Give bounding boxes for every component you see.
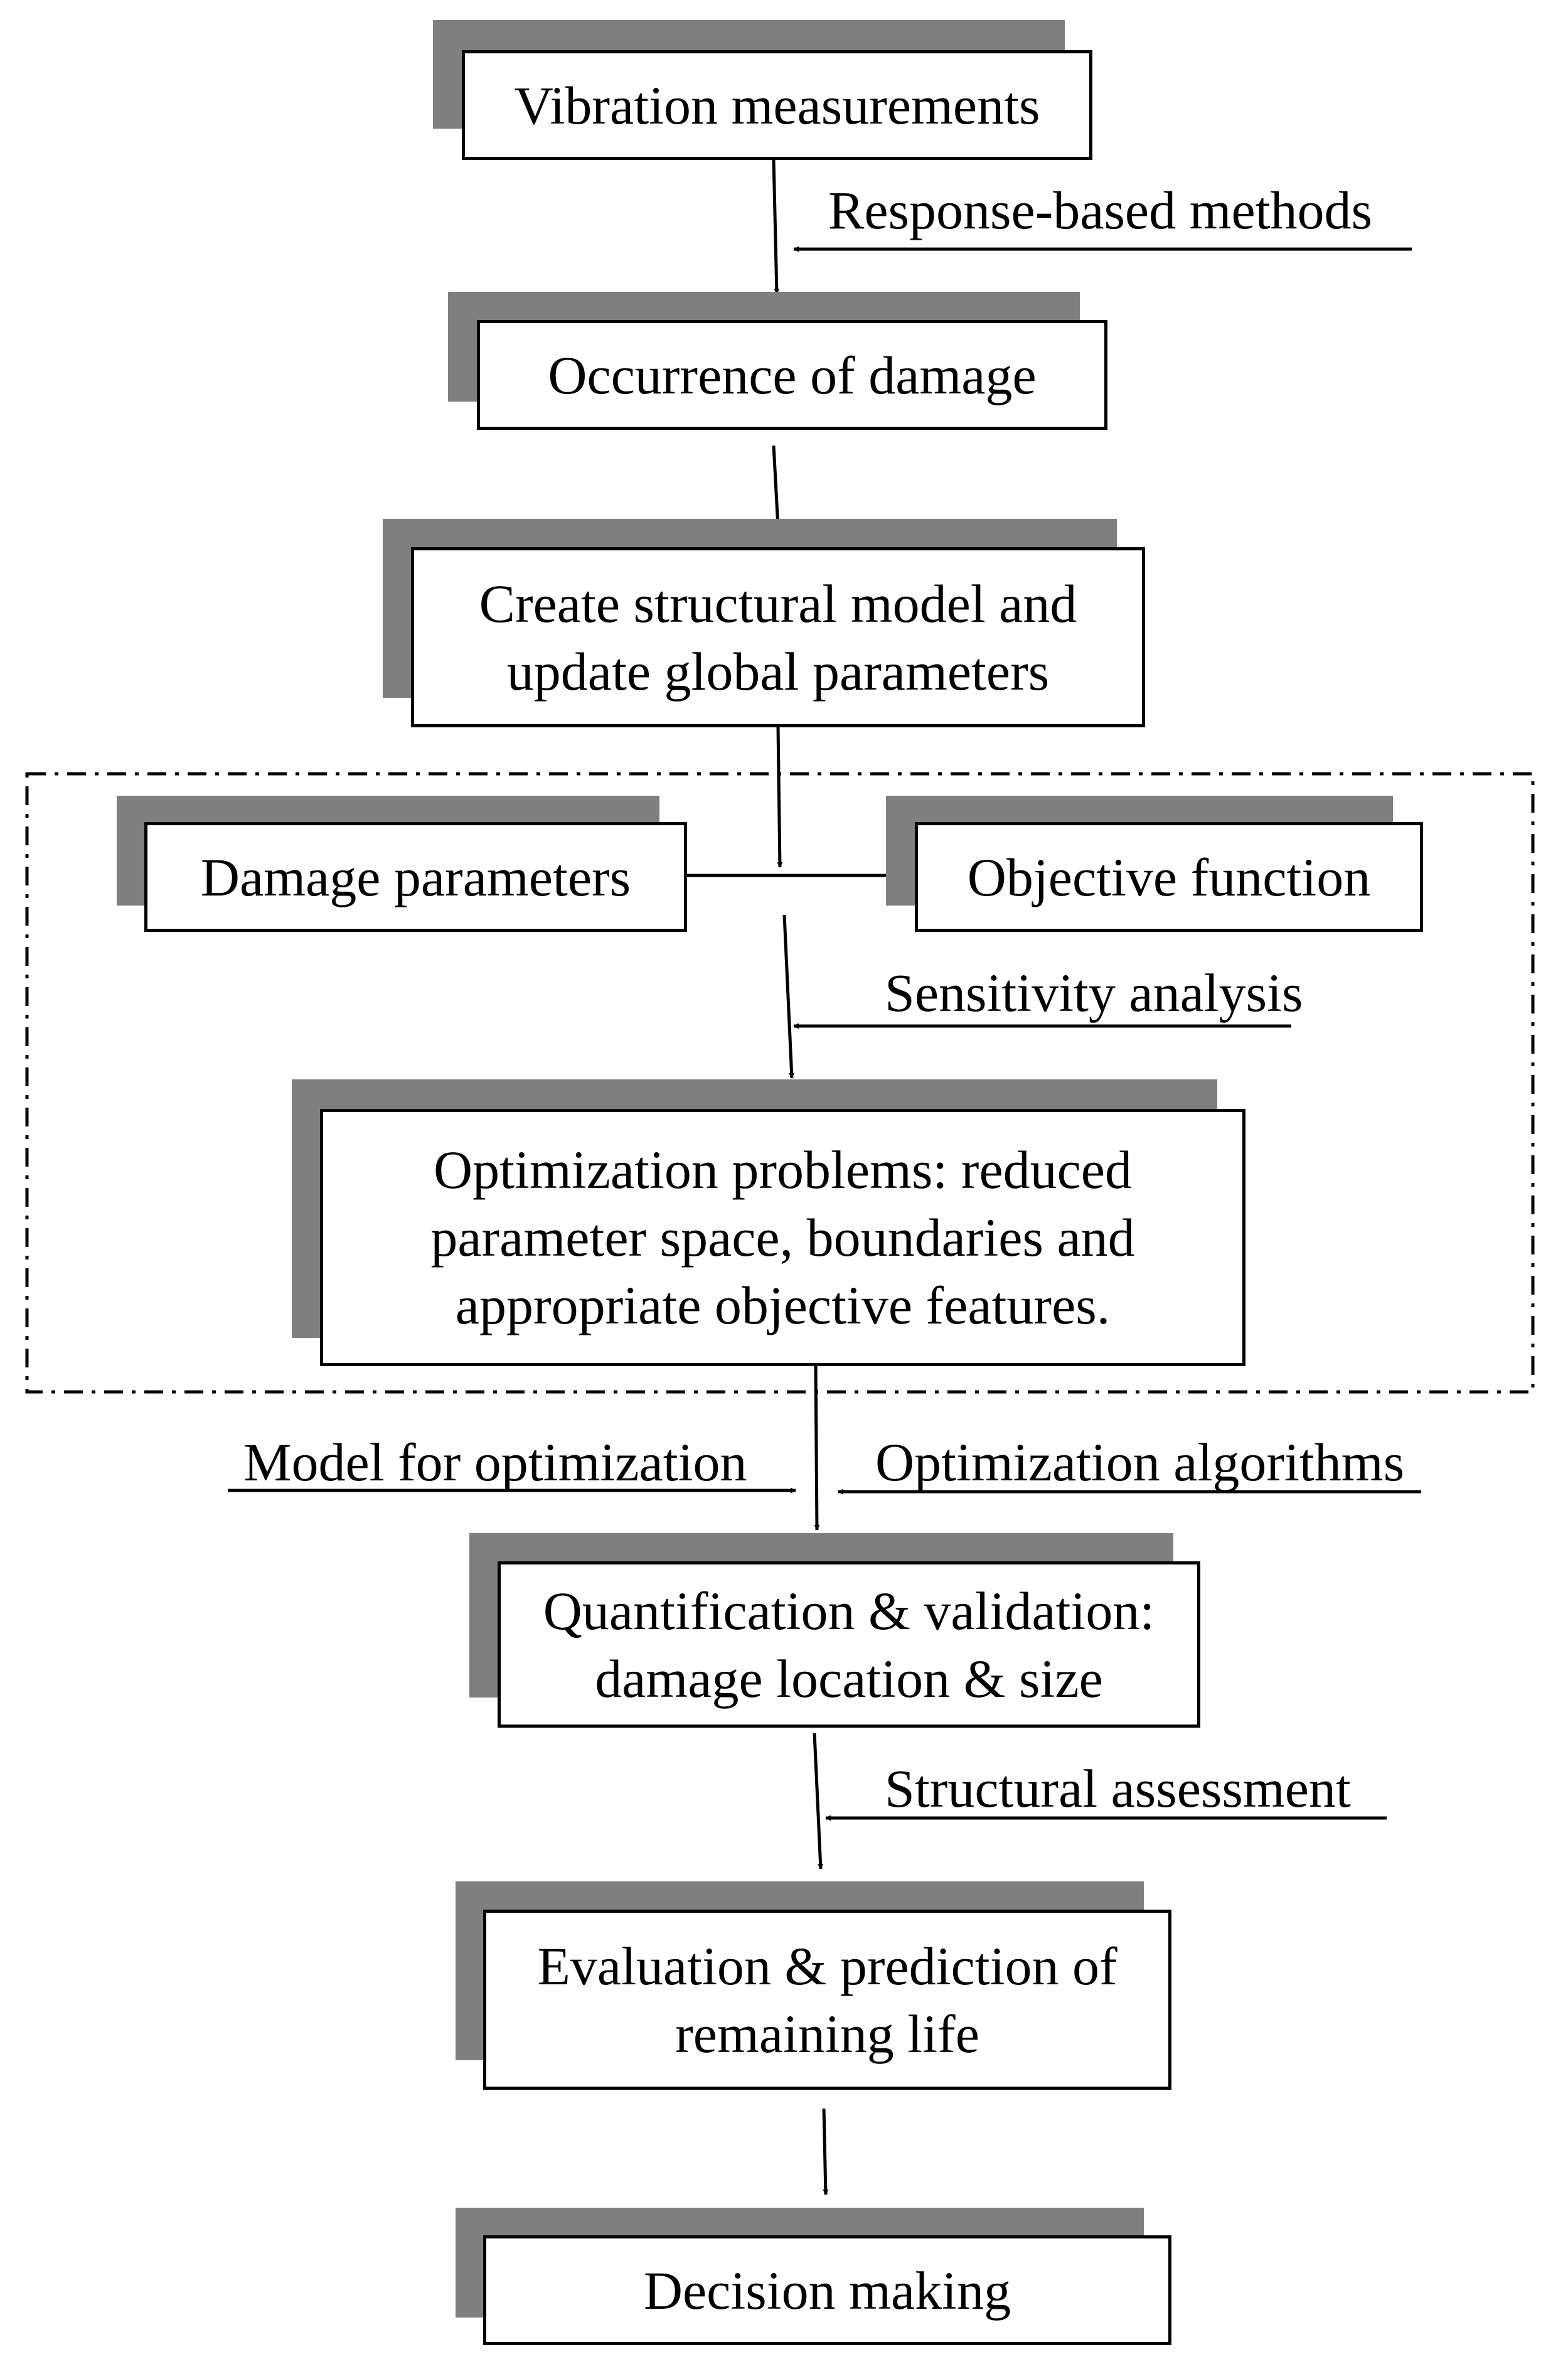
structural-model-box: Create structural model and update globa… [411, 547, 1145, 727]
arrow-model-to-junction [776, 726, 783, 868]
optimization-line-3: appropriate objective features. [455, 1275, 1111, 1335]
damage-parameters-label: Damage parameters [200, 847, 631, 907]
optimization-line-1: Optimization problems: reduced [434, 1140, 1132, 1200]
structural-model-line-2: update global parameters [506, 641, 1050, 702]
structural-assessment-label: Structural assessment [885, 1758, 1351, 1819]
evaluation-line-2: remaining life [675, 2003, 979, 2064]
damage-parameters-box: Damage parameters [144, 822, 687, 932]
vibration-measurements-box: Vibration measurements [462, 50, 1092, 160]
optimization-problems-box: Optimization problems: reduced parameter… [320, 1109, 1245, 1366]
quantification-line-2: damage location & size [595, 1648, 1103, 1709]
decision-making-label: Decision making [643, 2260, 1011, 2321]
optimization-line-2: parameter space, boundaries and [430, 1207, 1135, 1268]
occurrence-of-damage-label: Occurrence of damage [548, 345, 1037, 405]
response-based-methods-label: Response-based methods [828, 180, 1373, 240]
arrow-occurrence-to-model [772, 445, 781, 528]
objective-function-label: Objective function [967, 847, 1371, 907]
decision-making-box: Decision making [483, 2235, 1171, 2345]
model-for-optimization-label: Model for optimization [243, 1432, 747, 1492]
arrow-vibration-to-occurrence [772, 159, 780, 294]
vibration-measurements-label: Vibration measurements [514, 75, 1040, 136]
sensitivity-analysis-label: Sensitivity analysis [885, 963, 1303, 1023]
occurrence-of-damage-box: Occurrence of damage [477, 320, 1107, 430]
evaluation-box: Evaluation & prediction of remaining lif… [483, 1910, 1171, 2090]
arrow-evaluation-to-decision [822, 2108, 829, 2195]
objective-function-box: Objective function [915, 822, 1423, 932]
arrow-quantification-to-evaluation [813, 1733, 824, 1869]
quantification-line-1: Quantification & validation: [543, 1580, 1155, 1641]
arrow-optimization-to-quantification [814, 1364, 820, 1531]
structural-model-line-1: Create structural model and [479, 573, 1077, 634]
quantification-box: Quantification & validation: damage loca… [498, 1561, 1200, 1728]
arrow-junction-to-optimization [782, 914, 795, 1079]
evaluation-line-1: Evaluation & prediction of [537, 1935, 1117, 1996]
optimization-algorithms-label: Optimization algorithms [875, 1432, 1405, 1492]
